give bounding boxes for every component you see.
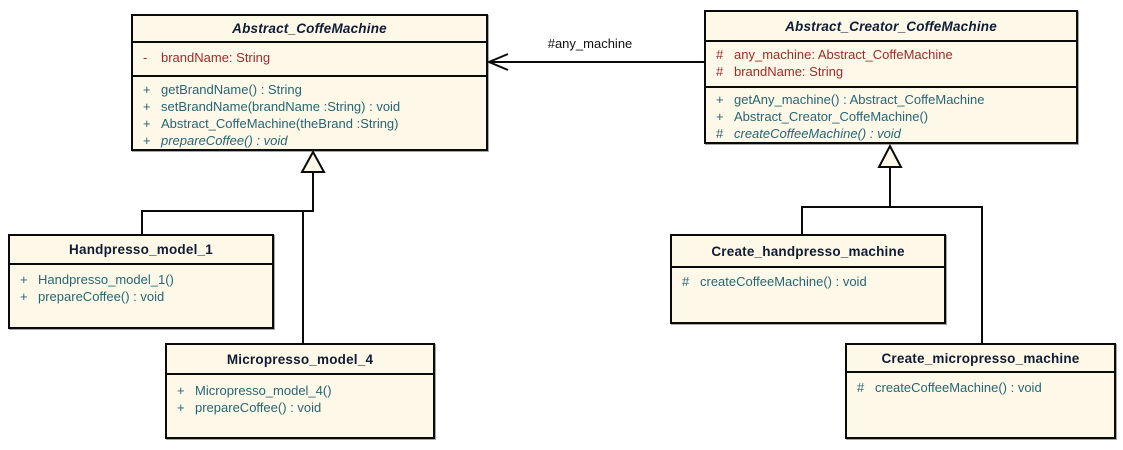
member-text: Handpresso_model_1() (38, 272, 174, 287)
operations-compartment: # createCoffeeMachine() : void (847, 371, 1114, 439)
class-title: Create_handpresso_machine (711, 243, 905, 259)
operation-row: + setBrandName(brandName :String) : void (133, 98, 486, 115)
member-text: brandName: String (734, 64, 844, 79)
visibility-symbol: - (143, 50, 148, 65)
operation-row: # createCoffeeMachine() : void (847, 379, 1114, 396)
visibility-symbol: # (716, 47, 724, 62)
class-create-micropresso-machine: Create_micropresso_machine # createCoffe… (845, 343, 1116, 439)
member-text: brandName: String (161, 50, 271, 65)
visibility-symbol: + (177, 383, 185, 398)
visibility-symbol: + (20, 272, 28, 287)
operation-row: # createCoffeeMachine() : void (706, 125, 1076, 142)
member-text: getAny_machine() : Abstract_CoffeMachine (734, 92, 985, 107)
generalization-left (141, 149, 326, 344)
visibility-symbol: + (716, 109, 724, 124)
visibility-symbol: # (716, 64, 724, 79)
member-text: setBrandName(brandName :String) : void (161, 99, 401, 114)
class-title: Micropresso_model_4 (226, 351, 374, 367)
visibility-symbol: # (857, 380, 865, 395)
member-text: Micropresso_model_4() (195, 383, 332, 398)
class-title: Handpresso_model_1 (69, 242, 213, 257)
operation-row: + prepareCoffee() : void (167, 399, 433, 416)
visibility-symbol: + (143, 82, 151, 97)
member-text: prepareCoffee() : void (195, 400, 322, 415)
class-abstract-coffemachine: Abstract_CoffeMachine - brandName: Strin… (131, 14, 488, 151)
member-text: prepareCoffee() : void (161, 133, 288, 148)
class-create-handpresso-machine: Create_handpresso_machine # createCoffee… (670, 234, 946, 324)
member-text: createCoffeeMachine() : void (734, 126, 901, 141)
visibility-symbol: # (716, 126, 724, 141)
member-text: getBrandName() : String (161, 82, 302, 97)
operation-row: + prepareCoffee() : void (133, 132, 486, 149)
member-text: Abstract_CoffeMachine(theBrand :String) (161, 116, 399, 131)
operations-compartment: + Handpresso_model_1() + prepareCoffee()… (10, 263, 272, 329)
operations-compartment: + getAny_machine() : Abstract_CoffeMachi… (706, 86, 1076, 142)
generalization-right (801, 143, 983, 344)
operations-compartment: + Micropresso_model_4() + prepareCoffee(… (167, 373, 433, 439)
operations-compartment: # createCoffeeMachine() : void (672, 266, 944, 324)
visibility-symbol: # (682, 274, 690, 289)
operation-row: + Handpresso_model_1() (10, 271, 272, 288)
operation-row: + getBrandName() : String (133, 81, 486, 98)
attributes-compartment: # any_machine: Abstract_CoffeMachine # b… (706, 40, 1076, 86)
visibility-symbol: + (20, 289, 28, 304)
visibility-symbol: + (177, 400, 185, 415)
association-any-machine (486, 53, 704, 71)
visibility-symbol: + (716, 92, 724, 107)
operations-compartment: + getBrandName() : String + setBrandName… (133, 75, 486, 151)
class-title: Abstract_Creator_CoffeMachine (785, 18, 997, 34)
class-micropresso-model-4: Micropresso_model_4 + Micropresso_model_… (165, 343, 435, 439)
attribute-row: - brandName: String (133, 49, 486, 66)
operation-row: + Micropresso_model_4() (167, 382, 433, 399)
class-title: Abstract_CoffeMachine (232, 21, 387, 36)
member-text: Abstract_Creator_CoffeMachine() (734, 109, 929, 124)
attribute-row: # any_machine: Abstract_CoffeMachine (706, 46, 1076, 63)
member-text: prepareCoffee() : void (38, 289, 165, 304)
attributes-compartment: - brandName: String (133, 41, 486, 75)
generalization-triangle-icon (300, 149, 326, 173)
operation-row: + Abstract_Creator_CoffeMachine() (706, 108, 1076, 125)
member-text: createCoffeeMachine() : void (875, 380, 1042, 395)
open-arrowhead-icon (486, 53, 509, 71)
visibility-symbol: + (143, 116, 151, 131)
association-label: #any_machine (547, 36, 633, 51)
visibility-symbol: + (143, 133, 151, 148)
generalization-triangle-icon (877, 143, 903, 168)
class-title: Create_micropresso_machine (881, 350, 1080, 366)
operation-row: # createCoffeeMachine() : void (672, 273, 944, 290)
member-text: any_machine: Abstract_CoffeMachine (734, 47, 953, 62)
visibility-symbol: + (143, 99, 151, 114)
class-abstract-creator-coffemachine: Abstract_Creator_CoffeMachine # any_mach… (704, 10, 1078, 144)
member-text: createCoffeeMachine() : void (700, 274, 867, 289)
class-handpresso-model-1: Handpresso_model_1 + Handpresso_model_1(… (8, 234, 274, 329)
operation-row: + getAny_machine() : Abstract_CoffeMachi… (706, 91, 1076, 108)
operation-row: + prepareCoffee() : void (10, 288, 272, 305)
operation-row: + Abstract_CoffeMachine(theBrand :String… (133, 115, 486, 132)
attribute-row: # brandName: String (706, 63, 1076, 80)
